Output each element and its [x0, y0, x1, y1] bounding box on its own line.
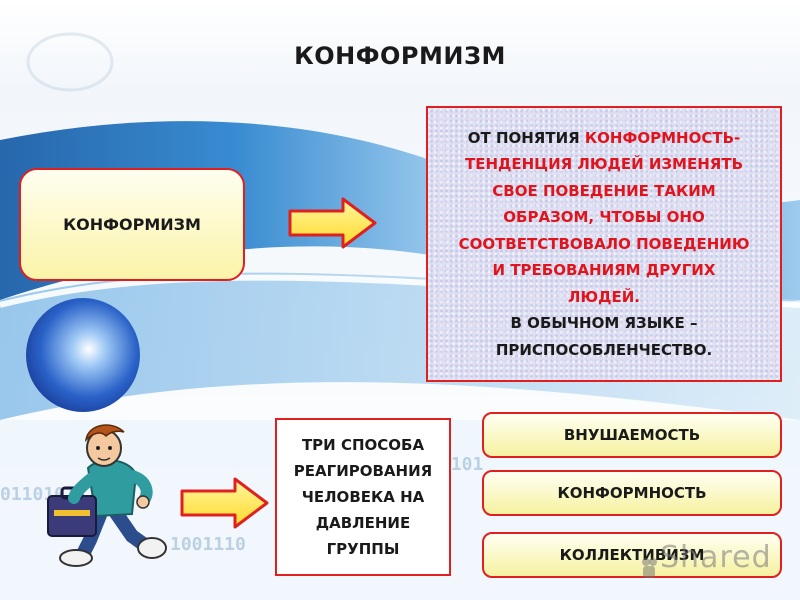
definition-line: В ОБЫЧНОМ ЯЗЫКЕ – — [510, 314, 698, 333]
way-label: ВНУШАЕМОСТЬ — [563, 426, 701, 444]
definition-line: И ТРЕБОВАНИЯМ ДРУГИХ — [492, 261, 716, 280]
definition-line: ПРИСПОСОБЛЕНЧЕСТВО. — [495, 340, 713, 359]
three-ways-label: ТРИ СПОСОБА РЕАГИРОВАНИЯ ЧЕЛОВЕКА НА ДАВ… — [293, 436, 433, 558]
way-item-conformity: КОНФОРМНОСТЬ — [482, 470, 782, 516]
way-label: КОЛЛЕКТИВИЗМ — [559, 546, 705, 564]
right-arrow-icon — [180, 477, 269, 529]
running-boy-clipart — [47, 424, 167, 567]
definition-line: ТЕНДЕНЦИЯ ЛЮДЕЙ ИЗМЕНЯТЬ — [464, 155, 744, 174]
definition-term: КОНФОРМНОСТЬ- — [584, 128, 741, 147]
definition-intro: ОТ ПОНЯТИЯ — [467, 128, 585, 147]
term-box: КОНФОРМИЗМ — [19, 168, 245, 281]
three-ways-box: ТРИ СПОСОБА РЕАГИРОВАНИЯ ЧЕЛОВЕКА НА ДАВ… — [275, 418, 451, 576]
definition-line: СВОЕ ПОВЕДЕНИЕ ТАКИМ — [492, 181, 716, 200]
definition-first-line: ОТ ПОНЯТИЯ КОНФОРМНОСТЬ- — [468, 125, 741, 152]
slide-title: КОНФОРМИЗМ — [294, 42, 506, 70]
definition-line: ОБРАЗОМ, ЧТОБЫ ОНО — [503, 208, 705, 227]
right-arrow-icon — [288, 197, 377, 249]
blue-sphere-decoration — [26, 298, 140, 412]
logo-watermark-icon — [26, 32, 114, 92]
definition-line: СООТВЕТСТВОВАЛО ПОВЕДЕНИЮ — [458, 234, 750, 253]
way-item-suggestibility: ВНУШАЕМОСТЬ — [482, 412, 782, 458]
binary-decoration: 1001110 — [170, 534, 246, 555]
definition-box: ОТ ПОНЯТИЯ КОНФОРМНОСТЬ- ТЕНДЕНЦИЯ ЛЮДЕЙ… — [426, 106, 782, 382]
definition-line: ЛЮДЕЙ. — [568, 287, 640, 306]
term-box-label: КОНФОРМИЗМ — [63, 215, 201, 234]
way-label: КОНФОРМНОСТЬ — [557, 484, 707, 502]
way-item-collectivism: КОЛЛЕКТИВИЗМ — [482, 532, 782, 578]
